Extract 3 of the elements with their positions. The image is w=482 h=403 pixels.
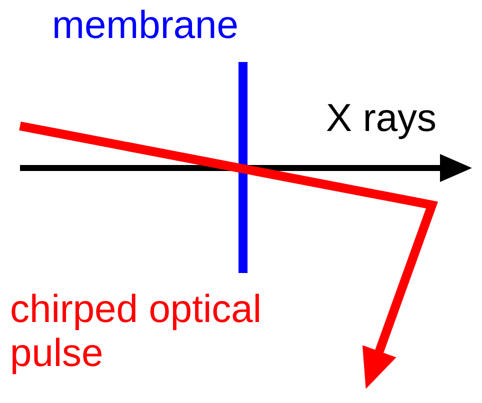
label: chirped optical pulse [10,288,262,376]
label: membrane [52,4,238,48]
label: X rays [326,97,437,141]
